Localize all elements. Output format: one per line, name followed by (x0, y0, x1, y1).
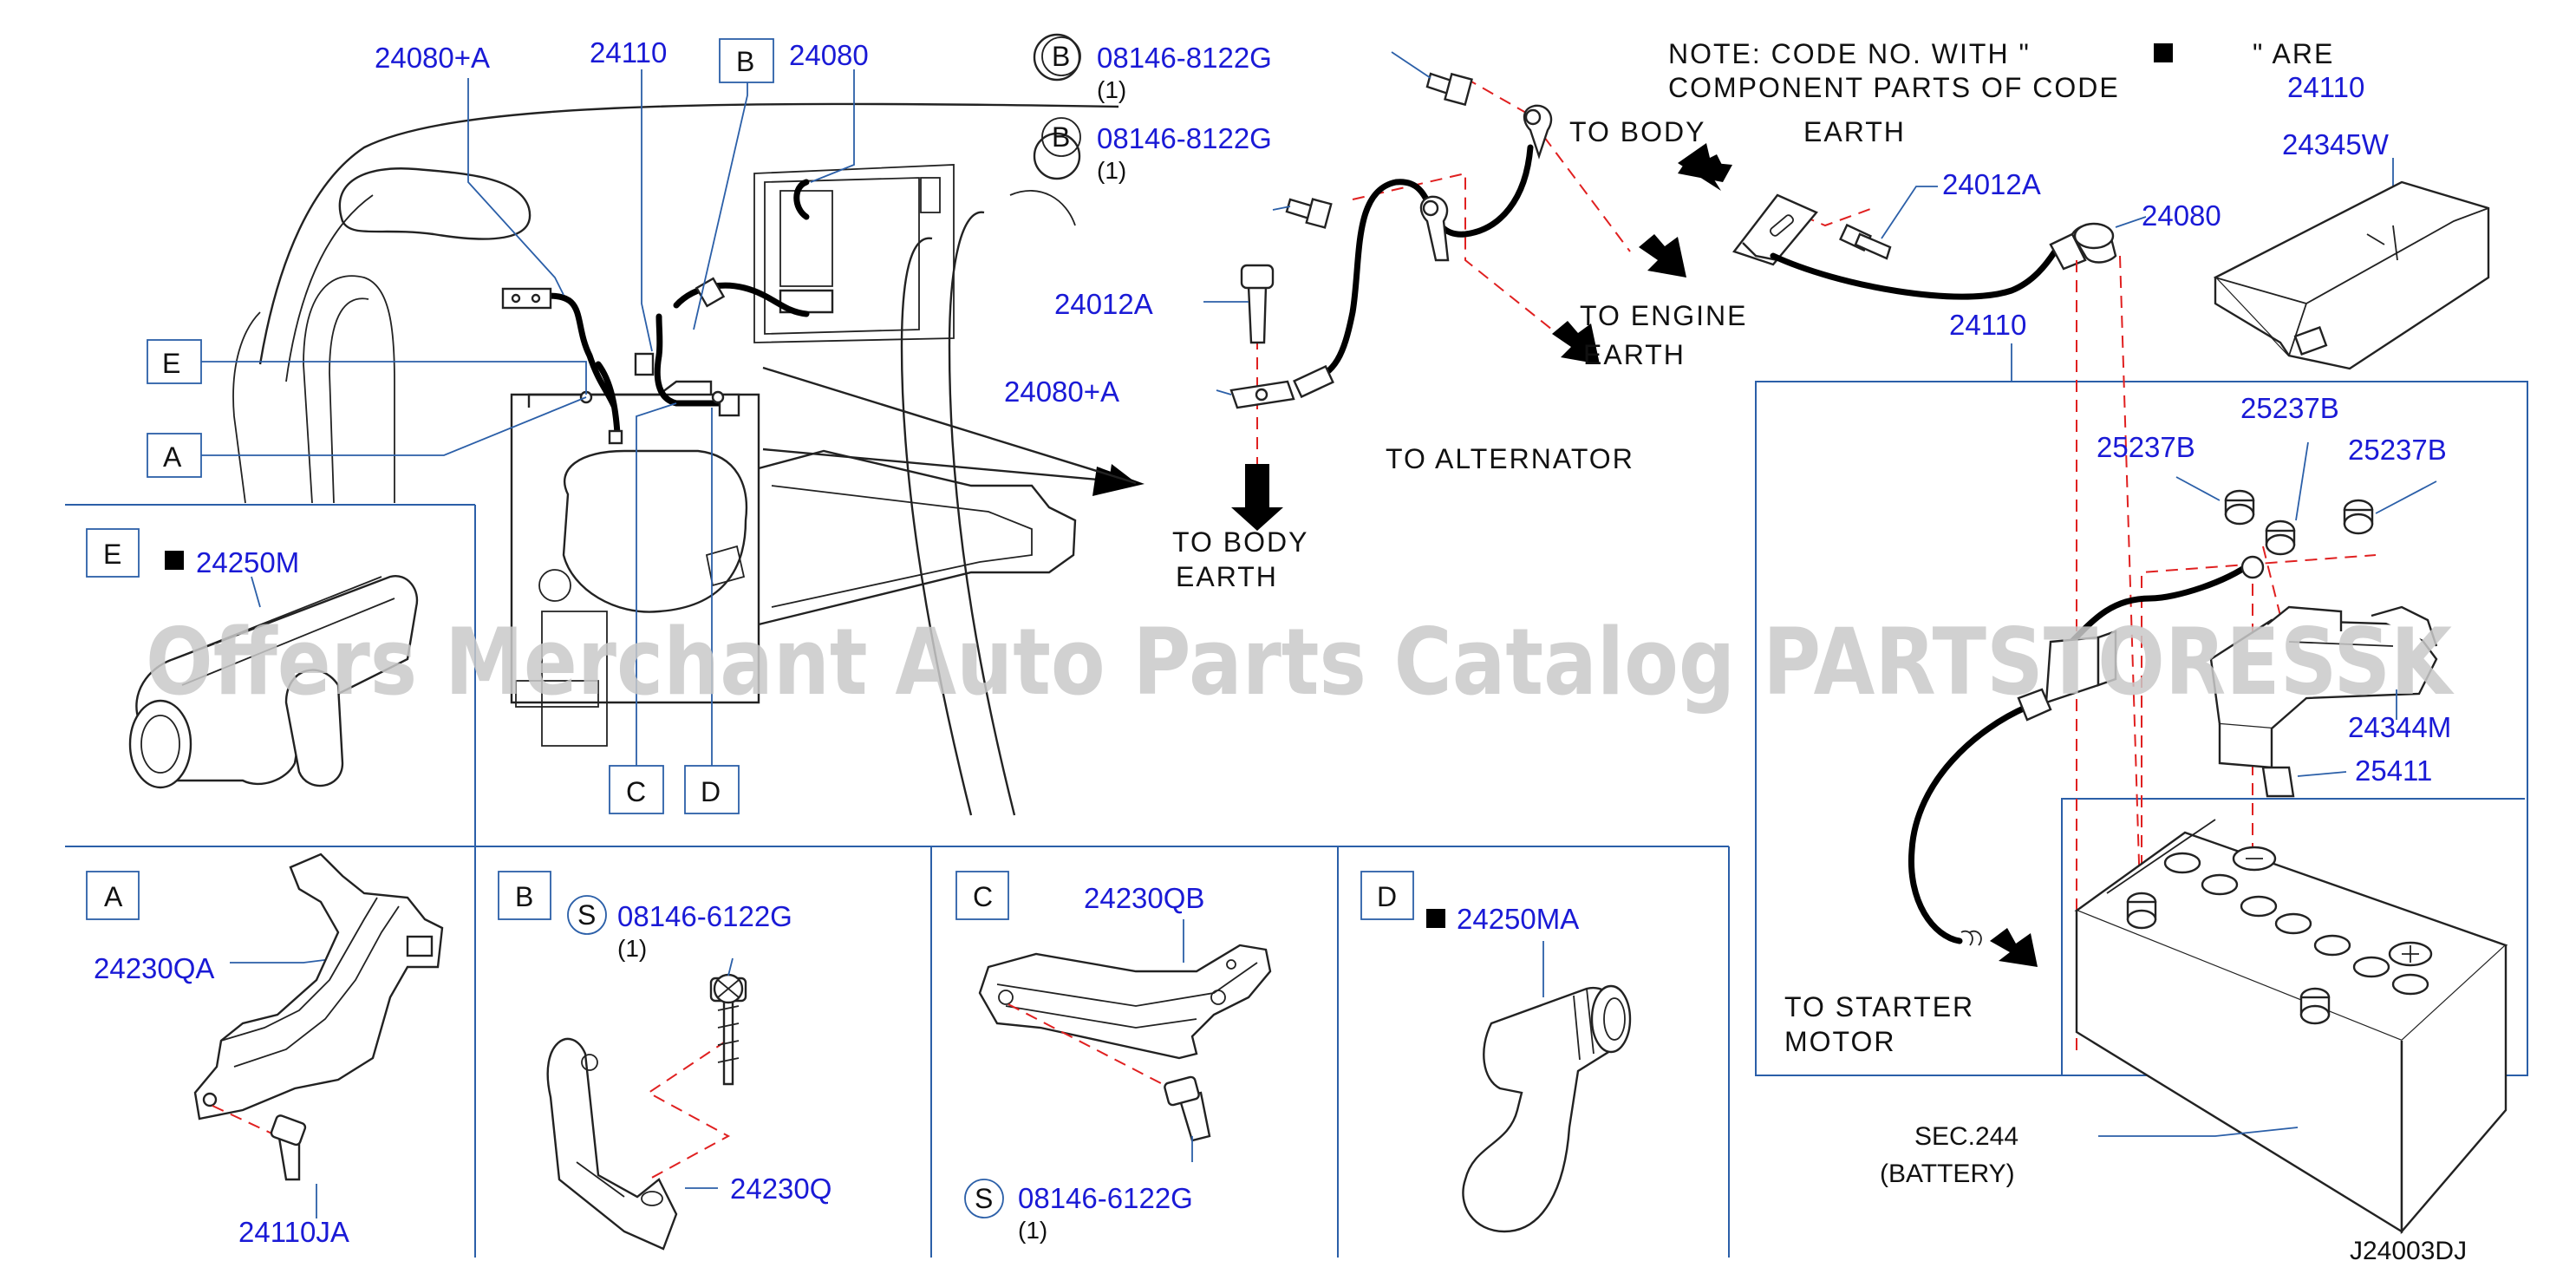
callout-24080a-mid: 24080+A (1004, 376, 1119, 408)
callout-labels: 24080+A 24110 B 24080 B 08146-8122G (1) … (94, 36, 2451, 1248)
dest-body-earth-low-1: TO BODY (1172, 526, 1308, 558)
battery-cable-parts (1908, 441, 2438, 967)
callout-24250m: 24250M (196, 546, 299, 578)
note-line2: COMPONENT PARTS OF CODE (1668, 72, 2120, 103)
letter-e-top: E (162, 348, 180, 379)
b-circle-2 (1041, 117, 1081, 157)
panel-d-grommet (1360, 871, 1632, 1233)
panel-b-bracket (498, 871, 747, 1251)
protector-cover-24345W (2214, 158, 2490, 370)
battery-label: (BATTERY) (1880, 1160, 2015, 1188)
battery-sec: SEC.244 (1914, 1122, 2018, 1151)
diagram-code: J24003DJ (2350, 1237, 2467, 1265)
watermark: Offers Merchant Auto Parts Catalog PARTS… (146, 609, 2455, 715)
callout-bolt-s-b-qty: (1) (617, 935, 647, 962)
callout-24012a-left: 24012A (1054, 288, 1153, 320)
letter-e-panel: E (103, 539, 121, 570)
callout-24230qb: 24230QB (1084, 882, 1204, 914)
dest-engine-earth-1: TO ENGINE (1580, 300, 1747, 331)
dest-alternator: TO ALTERNATOR (1386, 443, 1634, 474)
dest-body-earth-low-2: EARTH (1176, 561, 1278, 592)
letter-d-panel: D (1377, 881, 1397, 912)
letter-c-panel: C (973, 881, 993, 912)
callout-24080-top: 24080 (789, 39, 869, 71)
note-line3: 24110 (2287, 71, 2364, 103)
letter-b-top: B (736, 46, 754, 77)
callout-bolt-b2-qty: (1) (1097, 157, 1126, 184)
dest-engine-earth-2: EARTH (1583, 339, 1686, 370)
callout-25237b-2: 25237B (2240, 392, 2339, 424)
letter-s-panel-b: S (577, 899, 596, 931)
callout-24250ma: 24250MA (1457, 903, 1579, 935)
letter-d-top: D (701, 776, 721, 807)
letter-c-top: C (626, 776, 646, 807)
letter-a-top: A (163, 441, 182, 473)
callout-24345w: 24345W (2282, 128, 2390, 160)
callout-bolt-b1: 08146-8122G (1097, 42, 1272, 74)
callout-24344m: 24344M (2348, 711, 2451, 743)
callout-bolt-b2: 08146-8122G (1097, 122, 1272, 154)
callout-24110ja: 24110JA (238, 1216, 349, 1248)
callout-24012a-right: 24012A (1942, 168, 2041, 200)
callout-bolt-s-c: 08146-6122G (1018, 1182, 1193, 1214)
letter-a-panel: A (104, 881, 123, 912)
battery-reference: SEC.244 (BATTERY) (1880, 1122, 2018, 1188)
battery (2074, 819, 2508, 1235)
callout-24080a-top: 24080+A (375, 42, 490, 74)
callout-24110-right: 24110 (1949, 309, 2026, 341)
callout-bolt-b1-qty: (1) (1097, 76, 1126, 103)
callout-25237b-1: 25237B (2097, 431, 2195, 463)
dest-starter-2: MOTOR (1784, 1026, 1896, 1057)
callout-24230q: 24230Q (730, 1173, 831, 1205)
b-circle-1-letter: B (1052, 41, 1070, 72)
callout-24110-top: 24110 (590, 36, 667, 69)
letter-b-panel: B (515, 881, 533, 912)
panel-a-bracket (86, 853, 444, 1218)
dest-starter-1: TO STARTER (1784, 991, 1974, 1022)
letter-s-panel-c: S (975, 1183, 993, 1214)
callout-bolt-s-c-qty: (1) (1018, 1217, 1047, 1244)
note: NOTE: CODE NO. WITH " " ARE COMPONENT PA… (1668, 38, 2364, 103)
callout-25237b-3: 25237B (2348, 434, 2447, 466)
callout-24230qa: 24230QA (94, 952, 214, 984)
b-circle-1 (1041, 36, 1081, 76)
panel-e-grommet (86, 528, 419, 789)
center-ground-cable (1033, 33, 1686, 531)
component-marker-square (2154, 43, 2173, 62)
panel-borders (65, 381, 2528, 1258)
b-circle-2-letter: B (1052, 121, 1070, 153)
callout-25411: 25411 (2355, 755, 2432, 787)
panel-c-bracket (955, 871, 1272, 1218)
top-left-leaders (147, 38, 855, 814)
note-line1: NOTE: CODE NO. WITH " (1668, 38, 2031, 69)
note-line1-end: " ARE (2253, 38, 2334, 69)
engine-bay-drawing (232, 102, 1145, 816)
callout-bolt-s-b: 08146-6122G (617, 900, 792, 932)
callout-24080-right: 24080 (2142, 199, 2221, 232)
battery-cable-panel (1755, 381, 2528, 1076)
